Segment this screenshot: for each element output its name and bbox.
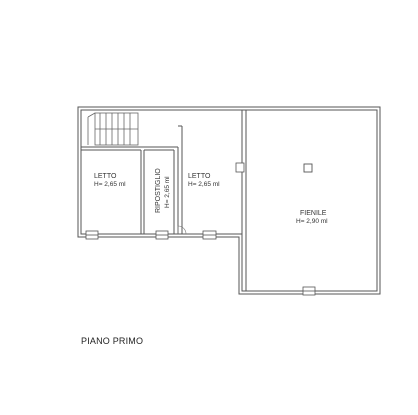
column-mark	[303, 163, 313, 173]
room-height-letto-right: H= 2,65 ml	[188, 181, 220, 188]
interior-walls	[81, 110, 247, 291]
room-name-ripostiglio: RIPOSTIGLIO	[155, 168, 162, 213]
windows	[85, 162, 316, 296]
door-marks	[177, 225, 187, 235]
staircase	[87, 112, 139, 146]
floor-title: PIANO PRIMO	[81, 336, 144, 346]
room-name-letto-left: LETTO	[94, 173, 117, 180]
room-height-fienile: H= 2,90 ml	[296, 218, 328, 225]
room-height-ripostiglio: H= 2,65 ml	[164, 176, 171, 208]
exterior-walls	[77, 106, 381, 295]
room-name-fienile: FIENILE	[300, 210, 327, 217]
room-height-letto-left: H= 2,65 ml	[94, 181, 126, 188]
room-name-letto-right: LETTO	[188, 173, 211, 180]
room-labels: LETTO H= 2,65 ml RIPOSTIGLIO H= 2,65 ml …	[94, 168, 328, 225]
